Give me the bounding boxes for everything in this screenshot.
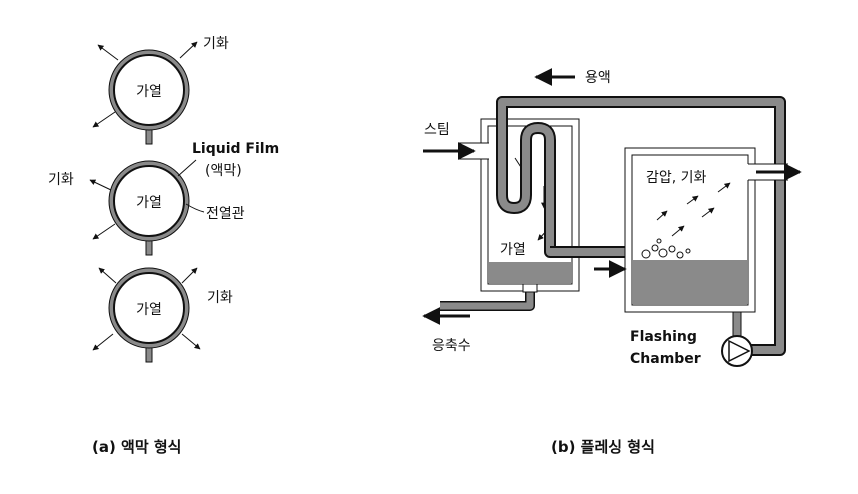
vapor-arrow	[92, 223, 116, 240]
tube-2-heating-label: 가열	[136, 195, 162, 211]
vapor-arrow	[686, 195, 699, 205]
vapor-arrow	[92, 333, 114, 351]
vapor-arrow	[656, 210, 668, 221]
vapor-arrow	[179, 41, 198, 59]
pump	[721, 311, 753, 367]
film-leader-line	[177, 159, 197, 177]
vapor-arrow	[97, 44, 119, 61]
solution-pipe: 용액	[496, 68, 786, 356]
vapor-arrow	[89, 179, 112, 191]
vapor-arrow	[701, 207, 715, 218]
chamber-label-2: Chamber	[630, 351, 701, 367]
caption-a: (a) 액막 형식	[92, 438, 181, 456]
tube-wall-label: 전열관	[206, 206, 245, 222]
steam-label: 스팀	[424, 122, 450, 138]
chamber-liquid	[633, 260, 747, 304]
vapor-arrow	[181, 267, 198, 284]
tube-1-heating-label: 가열	[136, 84, 162, 100]
tube-2: 가열 기화 Liquid Film (액막) 전열관	[48, 141, 279, 256]
tube-3-wall	[113, 272, 185, 344]
vapor-arrow	[671, 225, 685, 237]
condensate-label: 응축수	[432, 338, 471, 354]
vapor-label-bottom: 기화	[207, 290, 233, 306]
vapor-label-top: 기화	[203, 36, 229, 52]
heating-label: 가열	[500, 242, 526, 258]
tube-2-wall	[113, 165, 185, 237]
tube-3: 가열 기화	[92, 267, 233, 363]
panel-b-flashing: 스팀 가열 응축수 용액	[422, 68, 802, 456]
tube-wall-leader-line	[185, 203, 205, 213]
condensate-outlet: 응축수	[422, 283, 538, 354]
decompress-label: 감압, 기화	[646, 170, 707, 186]
chamber-label-1: Flashing	[630, 329, 697, 345]
tube-1: 가열 기화	[92, 36, 229, 145]
vapor-arrow	[98, 267, 117, 284]
vapor-arrow	[181, 333, 201, 350]
flash-bubbles	[641, 238, 691, 259]
tube-3-heating-label: 가열	[136, 302, 162, 318]
panel-a-liquid-film: 가열 기화 가열 기화 Liquid Film (액막) 전열관 가열	[48, 36, 279, 456]
film-label-kr: (액막)	[205, 163, 242, 179]
vapor-arrow	[92, 111, 116, 128]
film-label: Liquid Film	[192, 141, 279, 157]
tube-1-wall	[113, 54, 185, 126]
condensate-level	[489, 262, 571, 283]
vapor-arrow	[717, 182, 731, 193]
flashing-chamber: 감압, 기화 Flashing Chamber	[594, 147, 802, 367]
caption-b: (b) 플레싱 형식	[551, 438, 655, 456]
solution-label: 용액	[585, 70, 611, 86]
vapor-label-mid: 기화	[48, 172, 74, 188]
